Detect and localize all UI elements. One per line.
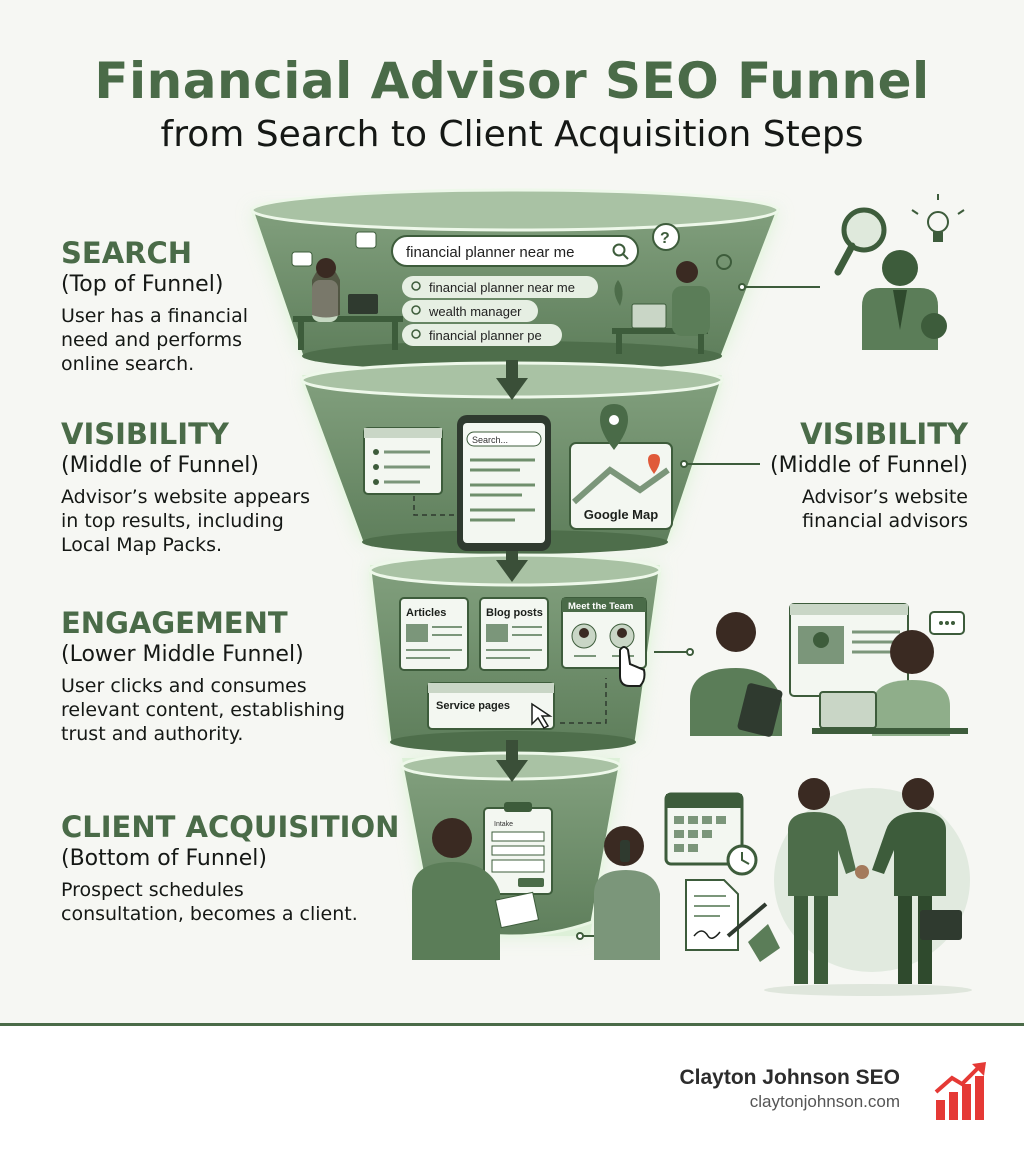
growth-chart-logo-icon [934,1062,986,1120]
stage-heading: CLIENT ACQUISITION [61,810,400,844]
service-pages-card: Service pages [427,682,555,730]
phone-search: Search... [472,435,508,445]
stage-visibility-right: VISIBILITY (Middle of Funnel) Advisor’s … [770,417,968,533]
signing-document-icon [685,879,780,962]
articles-label: Articles [406,607,446,619]
advisor-magnifier-icon [834,194,965,350]
stage-search: SEARCH (Top of Funnel) User has a financ… [61,236,248,376]
pointer-hand-icon [619,646,646,687]
meet-team-card: Meet the Team [561,597,647,669]
phone-mockup: Search... [457,415,551,551]
articles-card: Articles [399,597,469,671]
stage-visibility: VISIBILITY (Middle of Funnel) Advisor’s … [61,417,310,557]
man-searching-icon: ? [612,223,732,354]
woman-at-laptop-icon [812,630,968,736]
form-title: Intake [494,821,513,828]
stage-subheading: (Middle of Funnel) [61,453,259,478]
google-map-card: Google Map [569,404,673,530]
handshake-icon [764,778,972,996]
blog-posts-card: Blog posts [479,597,549,671]
brand-url[interactable]: claytonjohnson.com [749,1092,900,1111]
stage-client-acquisition: CLIENT ACQUISITION (Bottom of Funnel) Pr… [61,810,399,926]
man-with-tablet-icon [690,612,783,737]
service-label: Service pages [436,700,510,712]
suggestion-3: financial planner pe [429,328,542,343]
down-arrows [496,360,528,782]
stage-heading: ENGAGEMENT [61,606,288,640]
search-box: financial planner near me financial plan… [391,235,639,346]
stage-subheading: (Middle of Funnel) [770,453,968,478]
stage-heading: VISIBILITY [61,417,229,451]
website-card [363,427,458,516]
brand-name: Clayton Johnson SEO [679,1066,900,1089]
woman-searching-icon [291,231,403,350]
stage-subheading: (Lower Middle Funnel) [61,642,304,667]
website-screen-icon [789,603,965,697]
page-title: Financial Advisor SEO Funnel [94,52,930,110]
suggestion-2: wealth manager [428,304,522,319]
man-filling-form-icon [412,818,540,960]
search-icon [612,243,629,260]
woman-on-phone-icon [594,826,660,960]
stage-heading: SEARCH [61,236,193,270]
search-query: financial planner near me [406,244,574,261]
suggestion-1: financial planner near me [429,280,575,295]
stage-heading: VISIBILITY [800,417,968,451]
stage-engagement: ENGAGEMENT (Lower Middle Funnel) User cl… [61,606,345,746]
lightbulb-icon [911,194,965,242]
page-subtitle: from Search to Client Acquisition Steps [160,114,864,155]
footer [0,1026,1024,1154]
svg-text:?: ? [660,230,670,247]
calendar-icon [664,792,758,876]
intake-form-icon: Intake [483,802,553,895]
stage-subheading: (Bottom of Funnel) [61,846,267,871]
funnel-illustration: financial planner near me financial plan… [249,188,972,996]
map-label: Google Map [584,507,658,522]
stage-subheading: (Top of Funnel) [61,272,224,297]
footer-divider [0,1023,1024,1026]
blog-label: Blog posts [486,607,543,619]
team-label: Meet the Team [568,601,633,612]
